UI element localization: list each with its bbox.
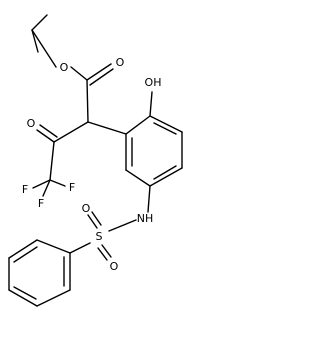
bond [149,167,183,187]
bond [149,115,183,133]
molecule-structure-canvas: O O O OH F F F NH S O O [8,14,183,307]
bond [69,242,91,254]
bond [49,179,66,187]
atom-label-fluorine-2: F [69,181,75,194]
bond [87,121,127,135]
atom-label-sulfonyl-oxygen-lower: O [110,260,119,273]
bond [13,286,37,300]
molecule-structure: O O O OH F F F NH S O O [8,14,183,307]
bond [89,68,114,86]
bond [36,289,71,307]
bond [53,121,89,143]
bond [39,124,58,138]
bond [32,179,51,189]
bond [91,211,102,226]
bond [70,66,88,81]
atom-label-sulfur: S [96,230,103,243]
bond [97,247,108,261]
bond [87,214,98,229]
bond [86,63,112,81]
bond [13,246,38,263]
atom-label-fluorine-3: F [38,197,44,210]
bond [36,129,55,143]
atom-label-fluorine-1: F [22,183,28,196]
bond [86,79,89,123]
atom-label-ester-oxygen: O [60,61,69,74]
bond [153,122,177,135]
bond [8,289,38,307]
atom-label-hydroxyl: OH [145,76,162,89]
bond [108,219,137,232]
bond [147,185,151,213]
bond [31,14,48,31]
bond [149,91,153,117]
bond [31,29,39,53]
bond [125,169,151,187]
bond [8,239,38,259]
atom-label-carbonyl-oxygen: O [116,56,125,69]
bond [153,165,177,180]
atom-label-sulfonyl-oxygen-upper: O [82,202,91,215]
bond [42,179,51,197]
bond [36,239,71,254]
atom-label-amine: NH [137,212,154,225]
bond [31,29,57,68]
bond [125,115,151,135]
atom-label-ketone-oxygen: O [27,117,36,130]
bond [49,141,55,181]
bond [101,244,112,258]
